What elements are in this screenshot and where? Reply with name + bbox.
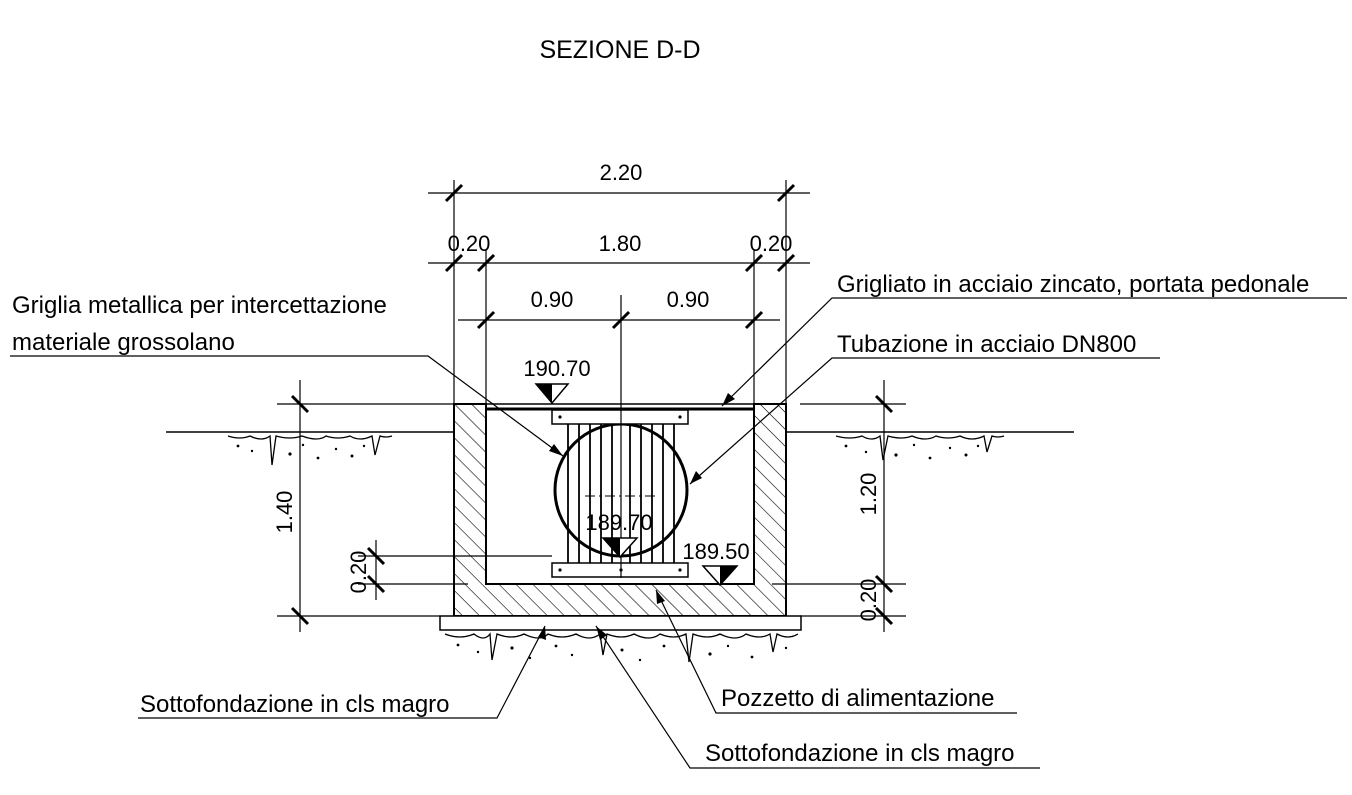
elevation-floor: 189.50 — [682, 539, 750, 587]
dimension-row-overall — [428, 180, 810, 404]
elevation-floor-label: 189.50 — [682, 539, 749, 564]
label-griglia-line2: materiale grossolano — [12, 329, 235, 356]
screen-grille — [551, 295, 689, 578]
ground-bottom — [444, 632, 799, 663]
dim-left-height: 1.40 — [272, 491, 297, 534]
label-sottofondazione-left: Sottofondazione in cls magro — [140, 691, 450, 718]
elevation-top: 190.70 — [523, 356, 591, 405]
dimension-row-halves — [458, 310, 780, 330]
drawing-title: SEZIONE D-D — [539, 36, 700, 64]
dim-half-right: 0.90 — [667, 287, 710, 312]
dim-half-left: 0.90 — [531, 287, 574, 312]
dim-right-height: 1.20 — [856, 473, 881, 516]
dimension-col-left — [277, 380, 454, 632]
label-griglia-line1: Griglia metallica per intercettazione — [12, 292, 387, 319]
leader-arrows — [538, 393, 735, 640]
dim-right-base: 0.20 — [856, 579, 881, 622]
leader-lines — [10, 297, 1347, 769]
dim-inner-width: 1.80 — [599, 231, 642, 256]
dim-left-base: 0.20 — [346, 551, 371, 594]
dimension-row-walls — [428, 250, 810, 404]
label-tubazione: Tubazione in acciaio DN800 — [837, 331, 1136, 358]
label-pozzetto: Pozzetto di alimentazione — [721, 685, 995, 712]
lean-concrete-slab — [439, 615, 802, 631]
elevation-pipe-label: 189.70 — [585, 510, 652, 535]
ground-left — [166, 431, 454, 466]
dimension-col-right — [772, 380, 906, 632]
label-grigliato: Grigliato in acciaio zincato, portata pe… — [837, 271, 1309, 298]
elevation-pipe: 189.70 — [585, 510, 653, 559]
label-sottofondazione-bottom: Sottofondazione in cls magro — [705, 740, 1015, 767]
dim-wall-left: 0.20 — [448, 231, 491, 256]
dim-overall-width: 2.20 — [600, 160, 643, 185]
dimension-col-left-small — [358, 540, 552, 600]
elevation-top-label: 190.70 — [523, 356, 590, 381]
dim-wall-right: 0.20 — [750, 231, 793, 256]
ground-right — [786, 431, 1074, 461]
